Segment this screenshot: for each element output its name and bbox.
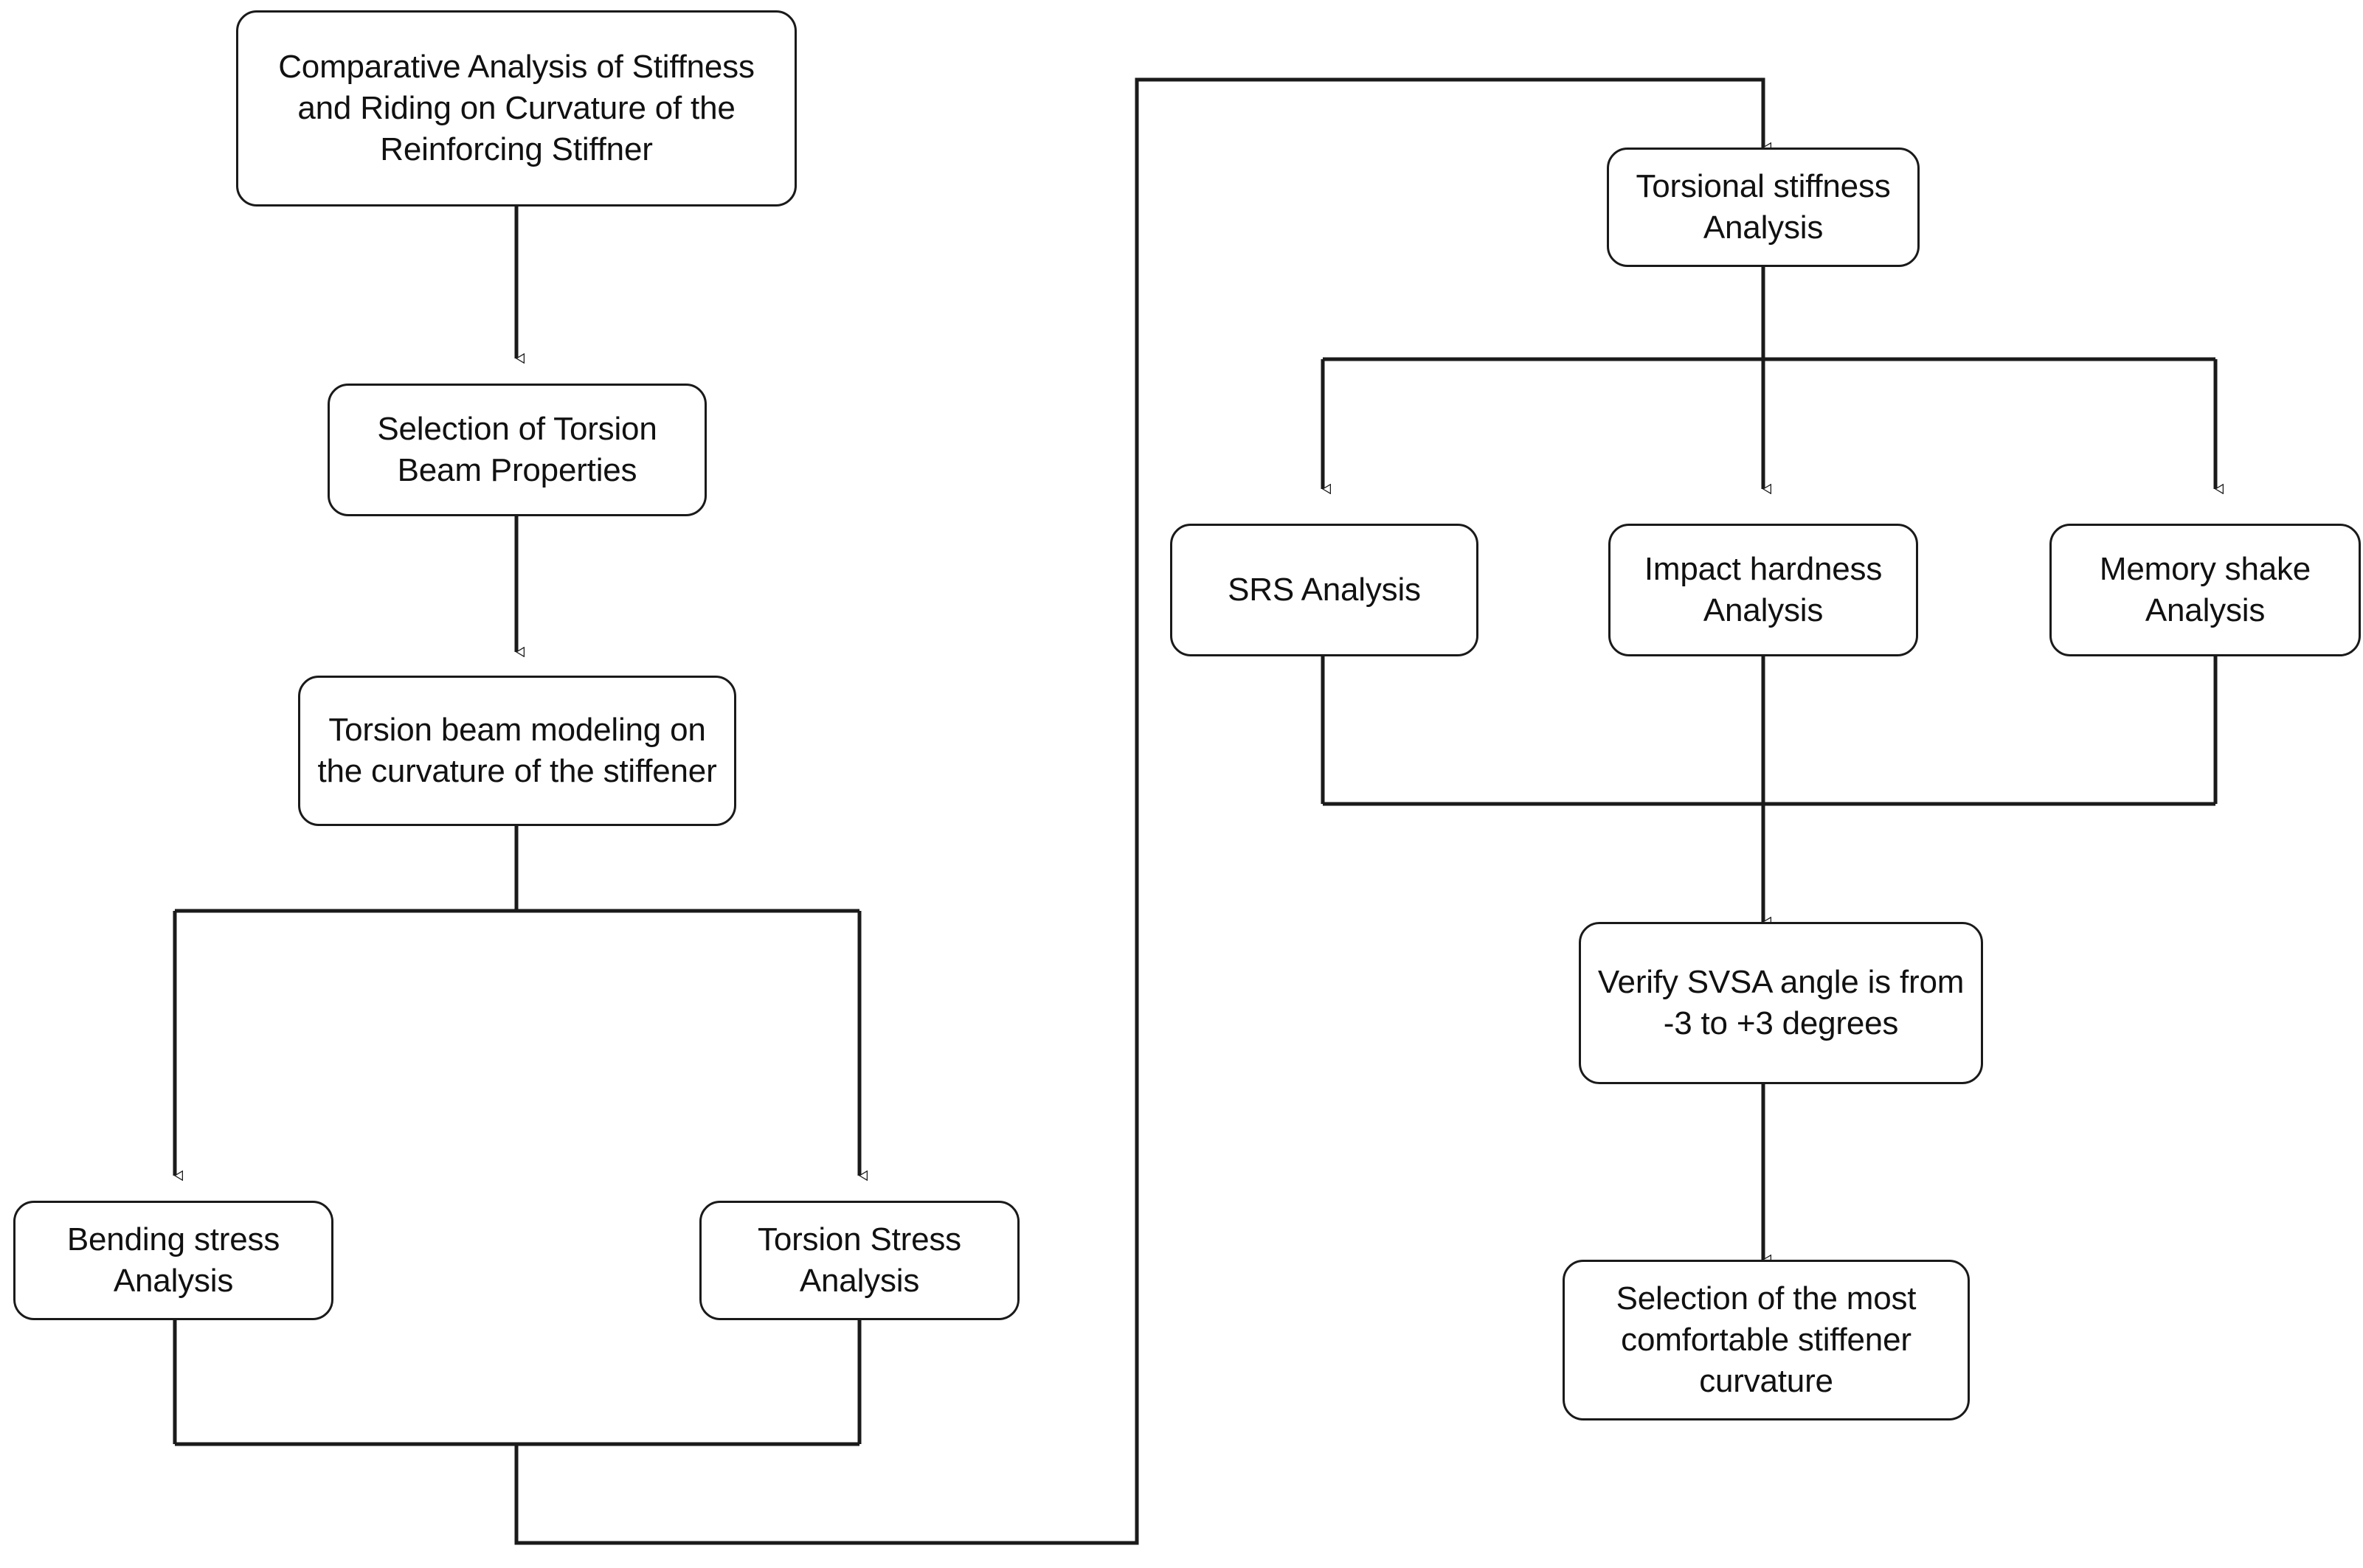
node-selection-torsion-beam-properties-label: Selection of Torsion Beam Properties <box>377 410 657 488</box>
node-selection-comfortable-curvature-label: Selection of the most comfortable stiffe… <box>1616 1280 1917 1400</box>
node-torsional-stiffness-analysis-label: Torsional stiffness Analysis <box>1636 167 1891 246</box>
node-torsional-stiffness-analysis[interactable]: Torsional stiffness Analysis <box>1607 148 1920 267</box>
node-torsion-beam-modeling-label: Torsion beam modeling on the curvature o… <box>317 711 717 789</box>
node-impact-hardness-analysis-label: Impact hardness Analysis <box>1644 550 1883 628</box>
node-srs-analysis-label: SRS Analysis <box>1228 571 1421 608</box>
node-selection-torsion-beam-properties[interactable]: Selection of Torsion Beam Properties <box>328 384 707 516</box>
node-torsion-beam-modeling[interactable]: Torsion beam modeling on the curvature o… <box>298 676 736 826</box>
node-torsion-stress-analysis-label: Torsion Stress Analysis <box>758 1221 961 1299</box>
node-selection-comfortable-curvature[interactable]: Selection of the most comfortable stiffe… <box>1563 1260 1970 1420</box>
node-memory-shake-analysis[interactable]: Memory shake Analysis <box>2049 524 2361 656</box>
node-memory-shake-analysis-label: Memory shake Analysis <box>2099 550 2311 628</box>
node-impact-hardness-analysis[interactable]: Impact hardness Analysis <box>1608 524 1918 656</box>
node-title-box[interactable]: Comparative Analysis of Stiffness and Ri… <box>236 10 797 207</box>
node-torsion-stress-analysis[interactable]: Torsion Stress Analysis <box>699 1201 1020 1320</box>
node-bending-stress-analysis[interactable]: Bending stress Analysis <box>13 1201 333 1320</box>
node-title-box-label: Comparative Analysis of Stiffness and Ri… <box>278 48 755 168</box>
node-bending-stress-analysis-label: Bending stress Analysis <box>66 1221 280 1299</box>
node-verify-svsa-angle-label: Verify SVSA angle is from -3 to +3 degre… <box>1597 963 1965 1041</box>
node-verify-svsa-angle[interactable]: Verify SVSA angle is from -3 to +3 degre… <box>1579 922 1983 1084</box>
node-srs-analysis[interactable]: SRS Analysis <box>1170 524 1478 656</box>
